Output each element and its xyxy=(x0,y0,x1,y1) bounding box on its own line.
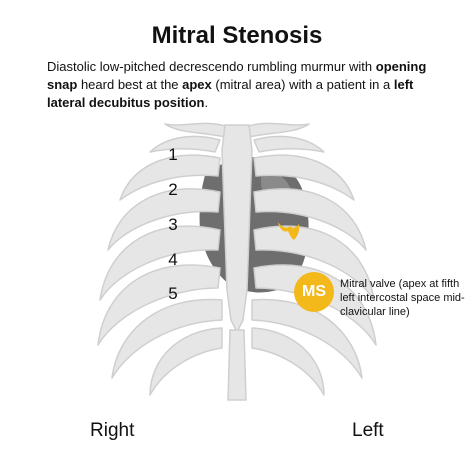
rib-left-1 xyxy=(253,135,325,153)
rib-right-3 xyxy=(107,188,221,251)
desc-bold-1: opening snap xyxy=(47,59,427,92)
desc-text-4: . xyxy=(204,95,209,110)
rib-right-6 xyxy=(111,298,223,379)
desc-text-2: heard best at the xyxy=(77,77,183,92)
clavicle-left xyxy=(241,122,310,139)
rib-right-1 xyxy=(149,135,221,153)
rib-number-1: 1 xyxy=(168,145,178,164)
rib-right-7 xyxy=(149,327,223,396)
rib-number-3: 3 xyxy=(168,215,178,234)
description: Diastolic low-pitched decrescendo rumbli… xyxy=(47,58,439,112)
rib-number-4: 4 xyxy=(168,250,178,269)
desc-text-3: (mitral area) with a patient in a xyxy=(211,77,394,92)
rib-left-2 xyxy=(253,154,355,201)
ms-badge: MS xyxy=(294,272,334,312)
rib-right-4 xyxy=(99,225,221,301)
rib-number-5: 5 xyxy=(168,284,178,303)
desc-bold-2: apex xyxy=(182,77,212,92)
desc-bold-3: left lateral decubitus position xyxy=(47,77,414,110)
spine xyxy=(227,329,247,401)
rib-left-7 xyxy=(251,327,325,396)
diagram-title: Mitral Stenosis xyxy=(151,22,323,49)
rib-number-2: 2 xyxy=(168,180,178,199)
rib-left-4 xyxy=(253,225,375,301)
desc-text-1: Diastolic low-pitched decrescendo rumbli… xyxy=(47,59,376,74)
mitral-valve-annotation: Mitral valve (apex at fifth left interco… xyxy=(340,278,465,318)
rib-left-3 xyxy=(253,188,367,251)
sternum xyxy=(221,124,253,333)
clavicle-right xyxy=(164,122,233,139)
mitral-valve-icon xyxy=(278,222,300,240)
rib-right-2 xyxy=(119,154,221,201)
left-side-label: Left xyxy=(352,420,384,441)
rib-right-5 xyxy=(97,264,221,346)
right-side-label: Right xyxy=(90,420,135,441)
